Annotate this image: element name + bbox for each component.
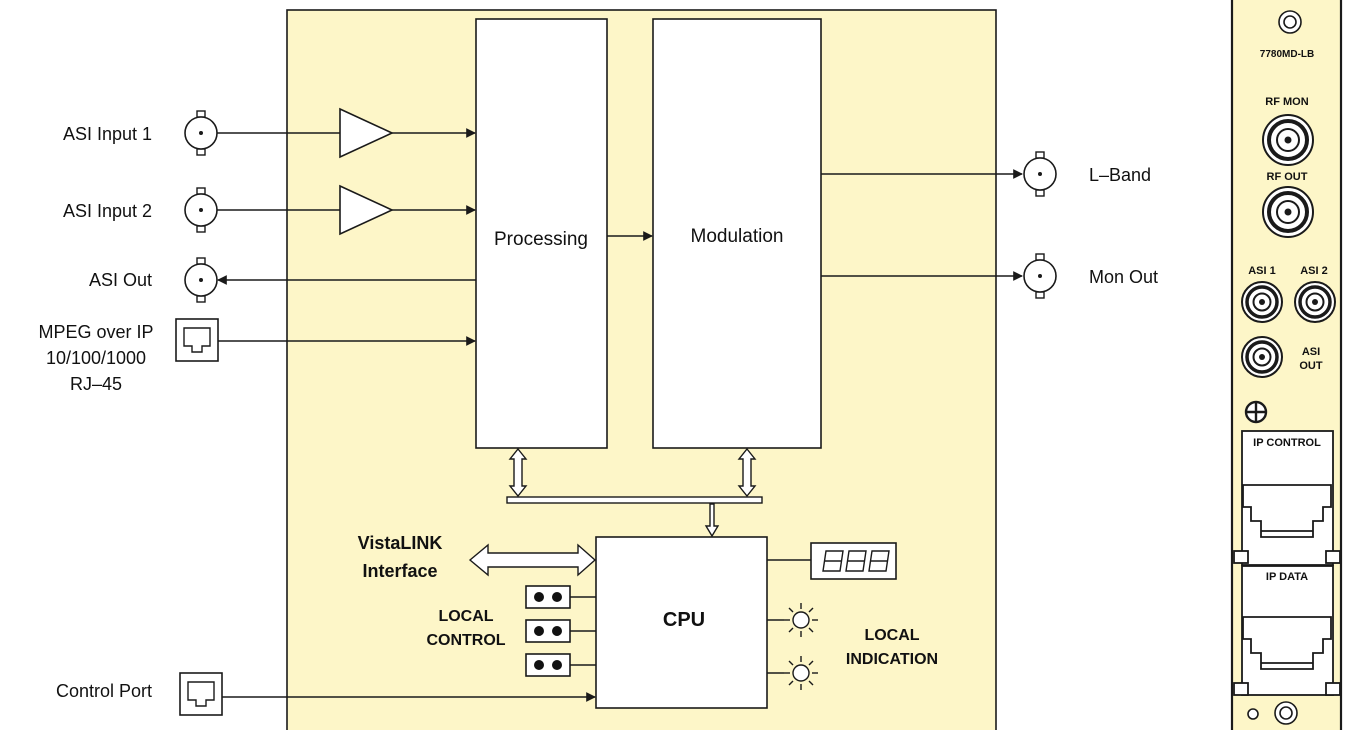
cpu-block <box>595 536 768 709</box>
mon-out-connector <box>1023 253 1057 299</box>
asi-input-1-connector <box>184 110 218 156</box>
panel-screw-icon <box>1244 400 1268 424</box>
cpu-label: CPU <box>663 609 705 631</box>
panel-model-label: 7780MD-LB <box>1260 49 1314 60</box>
modulation-bus-arrow <box>737 447 757 498</box>
control-port-connector <box>179 672 223 716</box>
processing-block <box>475 18 608 449</box>
bottom-screw-icon <box>1274 701 1298 725</box>
local-control-label-2: CONTROL <box>426 632 505 649</box>
l-band-connector <box>1023 151 1057 197</box>
asi-input-1-label: ASI Input 1 <box>63 124 152 144</box>
mpeg-over-ip-label: MPEG over IP <box>38 322 153 342</box>
panel-asi-out-label-2: OUT <box>1299 360 1323 372</box>
panel-asi-1-label: ASI 1 <box>1248 265 1276 277</box>
asi-input-2-buffer <box>339 184 394 236</box>
asi-out-label: ASI Out <box>89 270 152 290</box>
mpeg-rj45-connector <box>175 318 219 362</box>
local-control-jumper-1 <box>525 585 571 609</box>
local-control-jumper-2 <box>525 619 571 643</box>
processing-label: Processing <box>494 229 588 250</box>
mpeg-speed-label: 10/100/1000 <box>46 348 146 368</box>
panel-rf-mon-connector <box>1261 113 1315 167</box>
asi-input-2-label: ASI Input 2 <box>63 201 152 221</box>
asi-out-connector <box>184 257 218 303</box>
panel-rf-out-connector <box>1261 185 1315 239</box>
vistalink-arrow <box>468 543 597 577</box>
panel-led-icon <box>1247 708 1259 720</box>
asi-input-1-buffer <box>339 107 394 159</box>
top-screw-icon <box>1278 10 1302 34</box>
seven-segment-digits <box>822 550 890 572</box>
panel-ip-control-label: IP CONTROL <box>1253 437 1321 449</box>
modulation-label: Modulation <box>691 226 784 247</box>
asi-input-2-connector <box>184 187 218 233</box>
modulation-block <box>652 18 822 449</box>
panel-rf-out-label: RF OUT <box>1267 171 1308 183</box>
mpeg-rj45-label: RJ–45 <box>70 374 122 394</box>
panel-rf-mon-label: RF MON <box>1265 96 1308 108</box>
l-band-label: L–Band <box>1089 165 1151 185</box>
local-control-label: LOCAL <box>438 608 493 625</box>
panel-asi-1-connector <box>1240 280 1284 324</box>
cpu-bus-arrow <box>704 503 720 538</box>
internal-bus <box>506 496 763 504</box>
vistalink-interface-label: Interface <box>362 561 437 581</box>
rear-panel: 7780MD-LB RF MON RF OUT ASI 1 ASI 2 ASI … <box>1230 0 1343 730</box>
indicator-lamp-1-icon <box>783 602 819 638</box>
indicator-lamp-2-icon <box>783 655 819 691</box>
panel-asi-2-connector <box>1293 280 1337 324</box>
control-port-label: Control Port <box>56 681 152 701</box>
vistalink-label: VistaLINK <box>358 533 443 553</box>
processing-bus-arrow <box>508 447 528 498</box>
panel-ip-data-label: IP DATA <box>1266 571 1308 583</box>
panel-asi-out-connector <box>1240 335 1284 379</box>
local-indication-label: LOCAL <box>864 627 919 644</box>
mon-out-label: Mon Out <box>1089 267 1158 287</box>
local-control-jumper-3 <box>525 653 571 677</box>
panel-asi-out-label: ASI <box>1302 346 1320 358</box>
local-indication-label-2: INDICATION <box>846 651 938 668</box>
panel-asi-2-label: ASI 2 <box>1300 265 1328 277</box>
